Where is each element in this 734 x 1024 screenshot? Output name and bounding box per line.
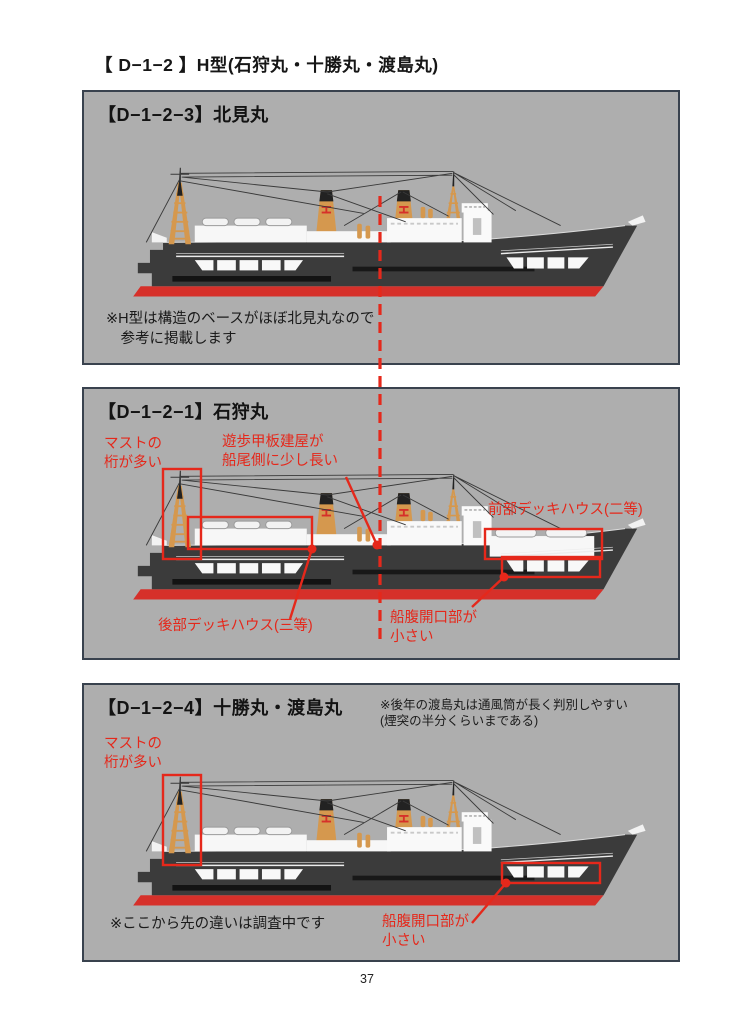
label-promenade: 遊歩甲板建屋が 船尾側に少し長い (222, 434, 338, 469)
label-hull-opening: 船腹開口部が 小さい (390, 610, 477, 645)
tokachimaru-bottom-note: ※ここから先の違いは調査中です (110, 916, 326, 932)
page-title: 【 D−1−2 】H型(石狩丸・十勝丸・渡島丸) (95, 55, 439, 75)
ship-illustration-kitamimaru (122, 164, 667, 304)
panel-tokachimaru-header: 【D−1−2−4】十勝丸・渡島丸 (98, 698, 343, 718)
label-rear-deckhouse: 後部デッキハウス(三等) (158, 618, 313, 634)
label-hull-opening: 船腹開口部が 小さい (382, 914, 469, 949)
label-front-deckhouse: 前部デッキハウス(二等) (488, 502, 643, 518)
tokachimaru-header-note: ※後年の渡島丸は通風筒が長く判別しやすい (煙突の半分くらいまである) (380, 698, 628, 729)
panel-tokachimaru-oshimamaru: 【D−1−2−4】十勝丸・渡島丸 ※後年の渡島丸は通風筒が長く判別しやすい (煙… (82, 683, 680, 962)
panel-kitamimaru: 【D−1−2−3】北見丸 ※H型は構造のベースがほぼ北見丸なので 参考に掲載しま… (82, 90, 680, 365)
ship-illustration-ishikarimaru (122, 467, 667, 607)
panel-ishikarimaru-header: 【D−1−2−1】石狩丸 (98, 402, 269, 422)
ship-illustration-tokachimaru (122, 773, 667, 913)
label-mast: マストの 桁が多い (104, 736, 162, 771)
panel-ishikarimaru: 【D−1−2−1】石狩丸 マストの 桁が多い 遊歩甲板建屋が 船尾側に少し長い … (82, 387, 680, 660)
page-number: 37 (360, 972, 374, 986)
label-mast: マストの 桁が多い (104, 436, 162, 471)
kitamimaru-note: ※H型は構造のベースがほぼ北見丸なので 参考に掲載します (106, 311, 375, 347)
panel-kitamimaru-header: 【D−1−2−3】北見丸 (98, 105, 269, 125)
